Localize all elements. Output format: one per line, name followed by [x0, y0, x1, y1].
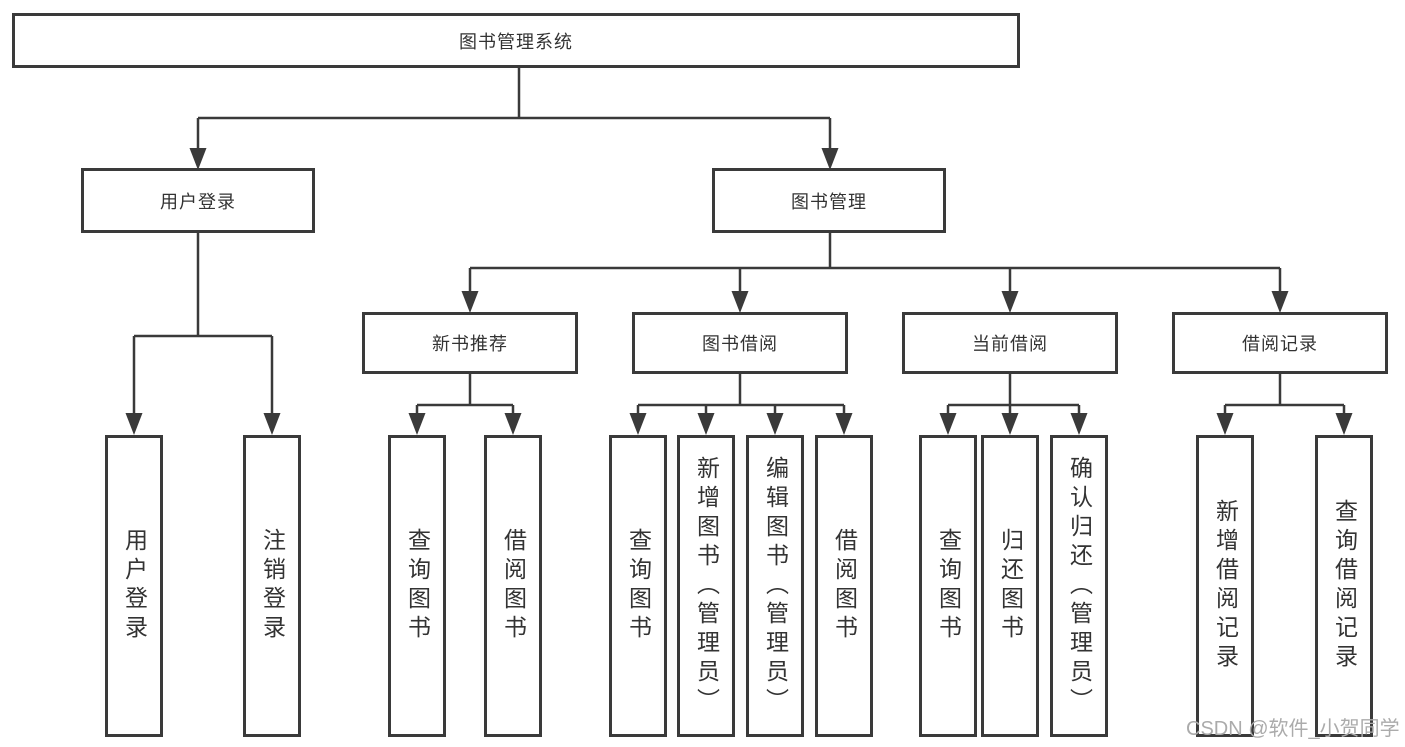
- node-current-borrowing: 当前借阅: [902, 312, 1118, 374]
- node-label: 新书推荐: [432, 334, 508, 354]
- arrowhead: [1271, 291, 1289, 313]
- node-label: 图书管理: [791, 191, 867, 212]
- leaf-node-user-login: 用户登录: [105, 435, 163, 737]
- arrowhead: [189, 148, 207, 170]
- leaf-node-add-books-admin: 新增图书（管理员）: [677, 435, 735, 737]
- arrowhead: [1001, 291, 1019, 313]
- node-label: 编辑图书（管理员）: [762, 455, 789, 717]
- arrowhead: [835, 413, 853, 435]
- arrowheads: [125, 148, 1353, 435]
- connector-book-borrow-leaves: [636, 374, 846, 415]
- node-label: 新增图书（管理员）: [693, 455, 720, 717]
- leaf-node-confirm-return-admin: 确认归还（管理员）: [1050, 435, 1108, 737]
- leaf-node-query-books-recommend: 查询图书: [388, 435, 446, 737]
- node-label: 用户登录: [121, 528, 148, 644]
- node-label: 当前借阅: [972, 334, 1048, 354]
- arrowhead: [263, 413, 281, 435]
- connector-root-level2: [196, 68, 832, 150]
- arrowhead: [766, 413, 784, 435]
- node-label: 借阅记录: [1242, 334, 1318, 354]
- leaf-node-logout: 注销登录: [243, 435, 301, 737]
- arrowhead: [1070, 413, 1088, 435]
- node-label: 借阅图书: [500, 528, 527, 644]
- leaf-node-add-borrow-record: 新增借阅记录: [1196, 435, 1254, 737]
- arrowhead: [697, 413, 715, 435]
- node-label: 图书管理系统: [459, 31, 573, 52]
- leaf-node-query-borrow-record: 查询借阅记录: [1315, 435, 1373, 737]
- arrowhead: [1001, 413, 1019, 435]
- arrowhead: [1335, 413, 1353, 435]
- node-label: 新增借阅记录: [1212, 499, 1239, 673]
- node-book-management: 图书管理: [712, 168, 946, 233]
- node-label: 确认归还（管理员）: [1066, 455, 1093, 717]
- leaf-node-borrow-books-recommend: 借阅图书: [484, 435, 542, 737]
- connector-borrow-records-leaves: [1223, 374, 1346, 415]
- node-borrowing-records: 借阅记录: [1172, 312, 1388, 374]
- arrowhead: [939, 413, 957, 435]
- node-label: 查询图书: [404, 528, 431, 644]
- connector-current-borrow-leaves: [946, 374, 1081, 415]
- node-label: 用户登录: [160, 191, 236, 212]
- arrowhead: [731, 291, 749, 313]
- arrowhead: [408, 413, 426, 435]
- node-label: 查询图书: [625, 528, 652, 644]
- node-label: 借阅图书: [831, 528, 858, 644]
- node-label: 查询借阅记录: [1331, 499, 1358, 673]
- arrowhead: [821, 148, 839, 170]
- node-label: 查询图书: [935, 528, 962, 644]
- arrowhead: [125, 413, 143, 435]
- connector-user-login-leaves: [132, 233, 274, 415]
- csdn-watermark: CSDN @软件_小贺同学: [1186, 718, 1400, 740]
- arrowhead: [504, 413, 522, 435]
- node-label: 图书借阅: [702, 334, 778, 354]
- leaf-node-edit-books-admin: 编辑图书（管理员）: [746, 435, 804, 737]
- arrowhead: [461, 291, 479, 313]
- leaf-node-query-books-borrow: 查询图书: [609, 435, 667, 737]
- connector-book-management-level3: [468, 233, 1282, 293]
- node-new-book-recommendation: 新书推荐: [362, 312, 578, 374]
- leaf-node-borrow-books: 借阅图书: [815, 435, 873, 737]
- node-label: 注销登录: [259, 528, 286, 644]
- node-library-management-system: 图书管理系统: [12, 13, 1020, 68]
- arrowhead: [629, 413, 647, 435]
- node-book-borrowing: 图书借阅: [632, 312, 848, 374]
- leaf-node-query-books-current: 查询图书: [919, 435, 977, 737]
- arrowhead: [1216, 413, 1234, 435]
- connector-new-book-leaves: [415, 374, 515, 415]
- node-user-login: 用户登录: [81, 168, 315, 233]
- leaf-node-return-books: 归还图书: [981, 435, 1039, 737]
- node-label: 归还图书: [997, 528, 1024, 644]
